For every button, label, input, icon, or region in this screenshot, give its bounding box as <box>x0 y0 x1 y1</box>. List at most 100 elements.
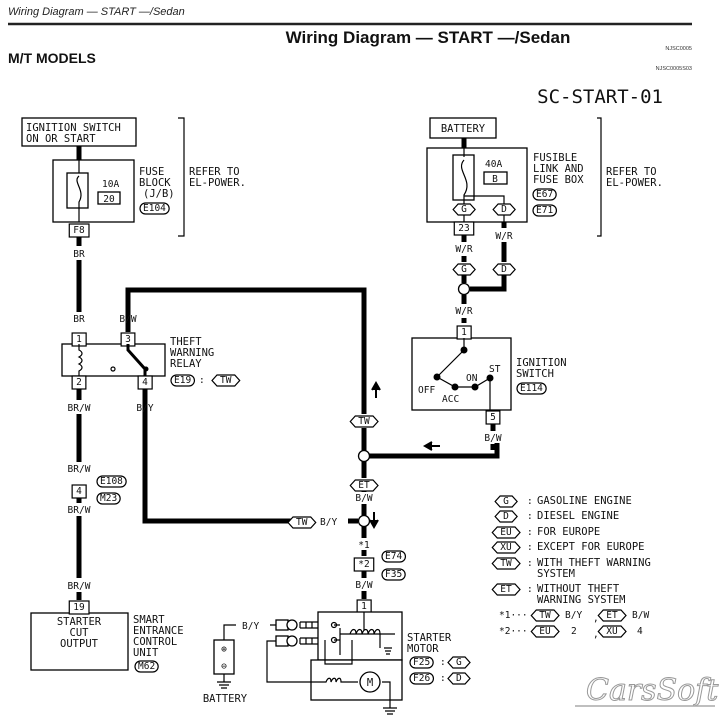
connector-oval <box>532 188 557 201</box>
option-marker-hex <box>349 415 379 428</box>
legend: G : GASOLINE ENGINE D : DIESEL ENGINE EU… <box>491 495 651 640</box>
connector-oval <box>409 672 435 685</box>
starter-label: MOTOR <box>407 643 439 655</box>
wire-label-br: BR <box>73 249 85 260</box>
connector-e104: E104 <box>143 203 166 214</box>
scu-label: UNIT <box>133 647 159 659</box>
ign-pin-5: 5 <box>490 412 496 423</box>
marker-tw: TW <box>358 416 370 427</box>
connector-e114: E114 <box>520 383 543 394</box>
watermark-logo: CarsSoft <box>586 673 719 708</box>
note-value: 4 <box>637 626 643 637</box>
wire-label-bw: B/W <box>355 493 372 504</box>
smart-entrance-control-unit-box <box>30 612 129 671</box>
refer-left: EL-POWER. <box>189 177 246 189</box>
separator: : <box>527 511 533 522</box>
wire-label-bw: B/W <box>484 433 501 444</box>
marker-g: G <box>461 204 467 215</box>
option-marker-hex <box>447 672 471 685</box>
option-marker-hex <box>447 656 471 669</box>
connector-e67: E67 <box>536 189 553 200</box>
arrows <box>369 380 440 530</box>
models-label: M/T MODELS <box>8 50 96 66</box>
scu-text: OUTPUT <box>60 638 99 650</box>
note-comma: , <box>593 613 599 624</box>
ref-code-1: NJSC0005 <box>665 46 692 52</box>
separator: : <box>527 584 533 595</box>
relay-switch-icon <box>126 344 147 376</box>
battery-plus-icon: ⊕ <box>221 644 227 655</box>
separator: : <box>527 542 533 553</box>
splice-by <box>357 514 371 528</box>
marker-tw: TW <box>220 375 232 386</box>
connector-f35: F35 <box>385 569 402 580</box>
battery-minus-icon: ⊖ <box>221 661 227 672</box>
option-marker-hex <box>597 609 627 622</box>
legend-text: WITHOUT THEFT <box>537 583 620 595</box>
fuse-number: 20 <box>103 194 115 205</box>
wire-label-brw: BR/W <box>68 581 91 592</box>
option-marker-hex <box>452 263 476 276</box>
connector-pin-box <box>353 557 375 572</box>
fuse-rating: 10A <box>102 179 119 190</box>
wire-label-brw: BR/W <box>68 505 91 516</box>
connector-oval <box>96 492 121 505</box>
connector-oval <box>170 374 196 387</box>
splice-bw <box>357 449 371 463</box>
scu-label: ENTRANCE <box>133 625 184 637</box>
note-marker: EU <box>539 626 551 637</box>
relay-label: RELAY <box>170 358 202 370</box>
legend-text: SYSTEM <box>537 568 575 580</box>
connector-e19: E19 <box>174 375 191 386</box>
option-marker-hex <box>530 609 560 622</box>
ignition-supply-box <box>21 117 137 147</box>
connector-pin-box <box>68 223 90 238</box>
wire-label-bw: B/W <box>119 314 136 325</box>
note-value: B/Y <box>565 610 582 621</box>
terminal-icon <box>299 621 318 645</box>
ign-pos-st: ST <box>489 364 501 375</box>
fuse-icon <box>66 172 89 209</box>
relay-label: THEFT <box>170 336 202 348</box>
marker-tw: TW <box>296 517 308 528</box>
scu-text: STARTER <box>57 616 102 628</box>
pin-f8: F8 <box>73 225 85 236</box>
starter-motor-box <box>310 659 403 701</box>
scu-label: SMART <box>133 614 165 626</box>
connector-pin-box <box>453 221 475 236</box>
option-marker-hex <box>349 479 379 492</box>
relay-label: WARNING <box>170 347 214 359</box>
fuse-block-label: BLOCK <box>139 177 171 189</box>
separator: : <box>527 558 533 569</box>
scu-text: CUT <box>70 627 90 639</box>
relay-pin-4: 4 <box>142 377 148 388</box>
option-marker-hex <box>491 541 521 554</box>
connector-f25: F25 <box>413 657 430 668</box>
connector-f26: F26 <box>413 673 430 684</box>
marker-d: D <box>501 204 507 215</box>
connector-oval <box>381 568 406 581</box>
fusible-link-rating: 40A <box>485 159 502 170</box>
ign-switch-label: SWITCH <box>516 368 554 380</box>
option-marker-hex <box>492 203 516 216</box>
fusible-link-label: FUSE BOX <box>533 174 584 186</box>
option-marker-hex <box>530 625 560 638</box>
diagram-code: SC-START-01 <box>537 86 663 108</box>
ign-pos-acc: ACC <box>442 394 459 405</box>
note-marker: ET <box>606 610 618 621</box>
battery-label: BATTERY <box>203 693 248 705</box>
option-marker-hex <box>491 557 521 570</box>
marker-g: G <box>461 264 467 275</box>
connector-m62: M62 <box>138 661 155 672</box>
connector-pin-box <box>71 484 87 499</box>
connector-pin-box <box>485 410 501 425</box>
connector-oval <box>532 204 558 217</box>
fuse-block-label: (J/B) <box>143 188 175 200</box>
starter-pin-1: 1 <box>361 601 367 612</box>
motor-circuit <box>266 624 397 715</box>
option-marker-hex <box>494 510 518 523</box>
relay-pin-3: 3 <box>125 334 131 345</box>
legend-marker: TW <box>500 558 512 569</box>
relay-pin-2: 2 <box>76 377 82 388</box>
